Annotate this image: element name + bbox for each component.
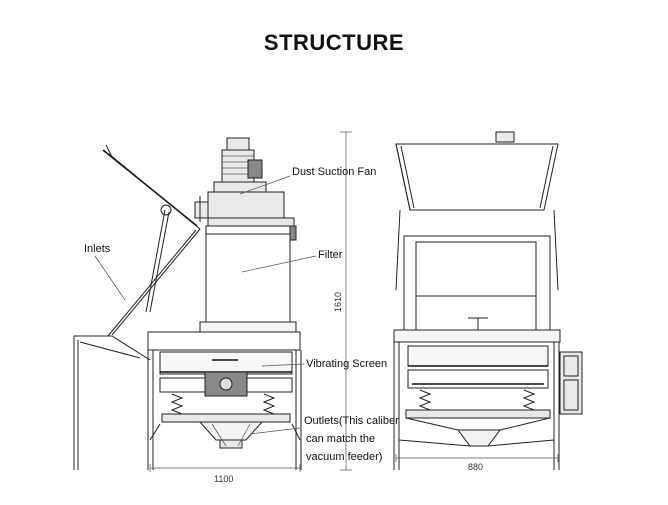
dim-label-1610: 1610 — [333, 292, 343, 312]
label-outlets-line2: can match the — [306, 433, 375, 445]
front-lid — [395, 131, 559, 291]
label-outlets-line1: Outlets(This caliber — [304, 415, 399, 427]
filter-housing — [199, 225, 297, 333]
leader-lines — [94, 175, 317, 435]
inlet-lid — [102, 144, 201, 337]
side-frame — [147, 331, 302, 470]
label-outlets-line3: vacuum feeder) — [306, 451, 382, 463]
diagram-title: STRUCTURE — [263, 30, 405, 55]
front-frame — [393, 342, 583, 470]
label-vibrating-screen: Vibrating Screen — [306, 358, 387, 370]
dim-1610 — [340, 131, 352, 471]
dim-label-880: 880 — [468, 462, 483, 472]
inlet-chute — [73, 335, 151, 470]
label-dust-suction-fan: Dust Suction Fan — [292, 166, 376, 178]
front-view — [393, 131, 583, 470]
dim-880 — [395, 454, 559, 462]
side-view — [73, 131, 352, 472]
dim-label-1100: 1100 — [214, 474, 233, 484]
front-body — [393, 235, 561, 343]
dim-1100 — [149, 464, 301, 472]
label-inlets: Inlets — [84, 243, 111, 255]
dust-suction-fan — [194, 137, 297, 241]
label-filter: Filter — [318, 249, 343, 261]
